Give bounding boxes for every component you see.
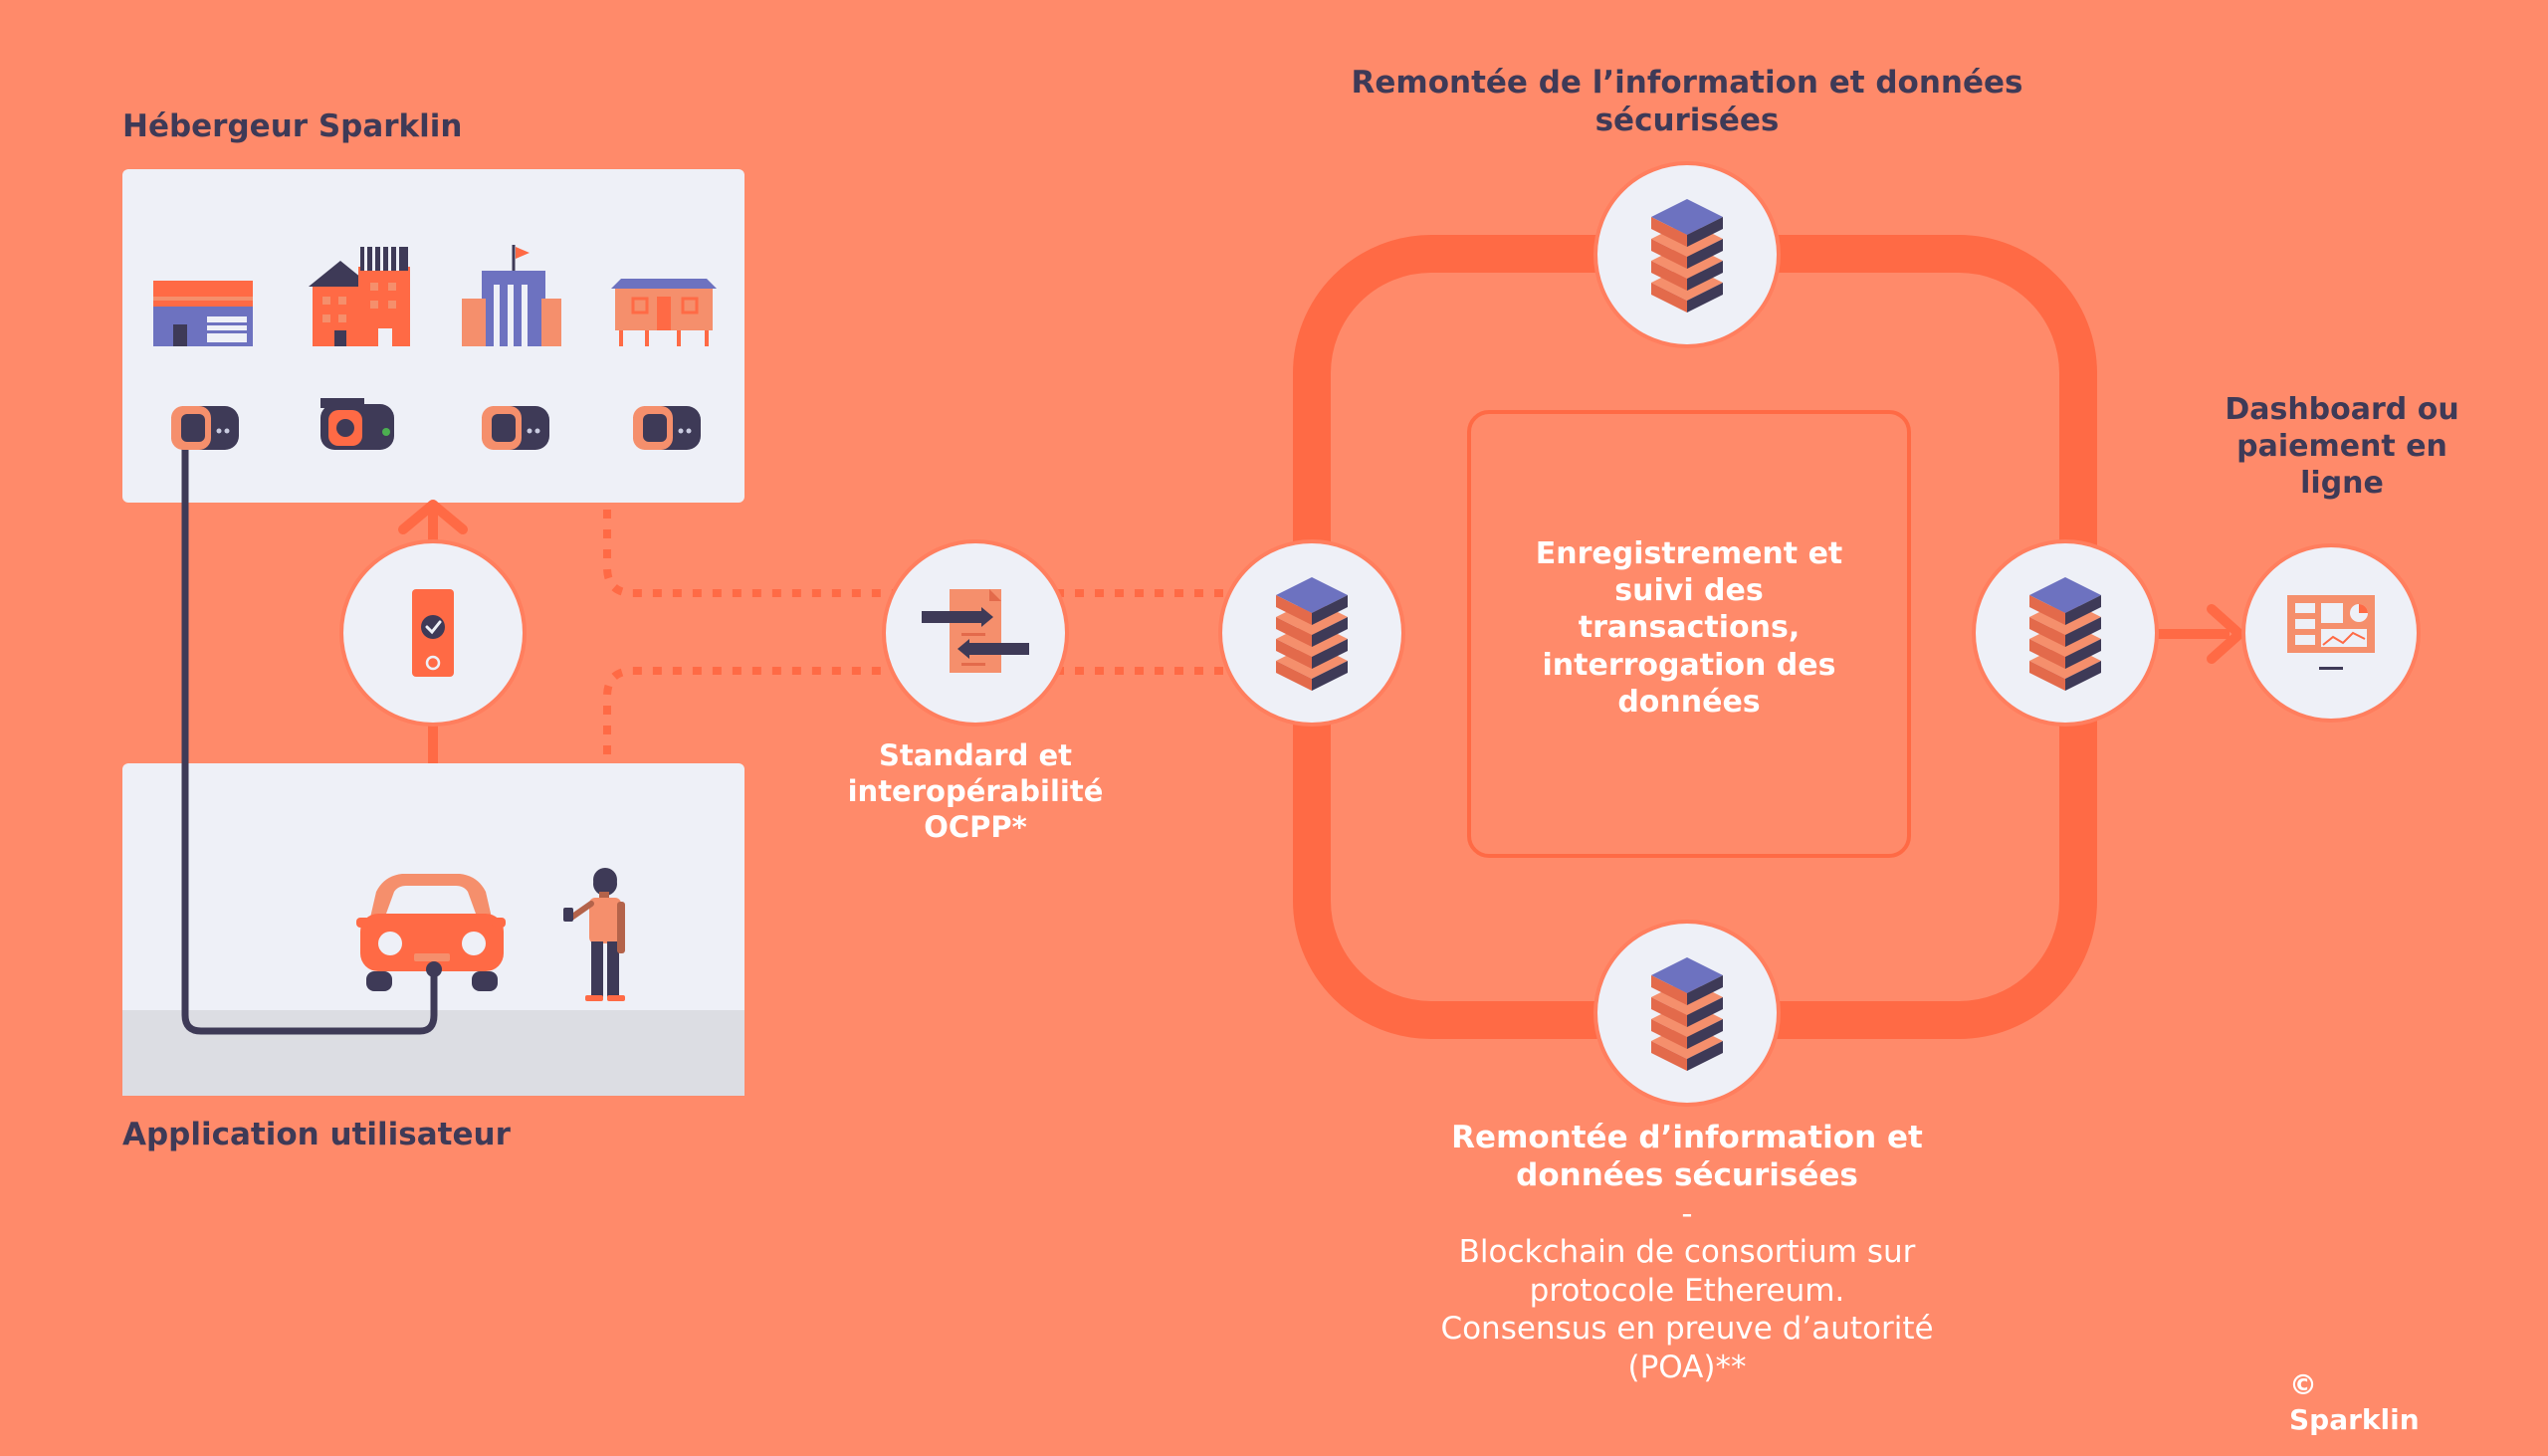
- copyright: © Sparklin: [2289, 1368, 2420, 1436]
- server-stack-icon: [2029, 577, 2101, 691]
- standard-label: Standard et interopérabilité OCPP*: [816, 738, 1135, 846]
- server-stack-icon: [1651, 957, 1723, 1071]
- center-line: interrogation des: [1542, 647, 1836, 683]
- dashboard-label: Dashboard ou paiement en ligne: [2190, 391, 2494, 503]
- standard-line: Standard et: [879, 738, 1072, 772]
- center-label: Enregistrement et suivi des transactions…: [1479, 535, 1899, 721]
- server-stack-icon: [1651, 199, 1723, 312]
- charger-icon: [633, 406, 701, 450]
- bottom-dash: -: [1681, 1195, 1693, 1232]
- charger-icon: [320, 398, 394, 450]
- center-line: Enregistrement et: [1535, 536, 1843, 571]
- bottom-note: Consensus en preuve d’autorité: [1440, 1311, 1934, 1348]
- house-icon: [611, 279, 717, 346]
- top-line: sécurisées: [1594, 103, 1780, 139]
- charger-icon: [482, 406, 549, 450]
- user-app-label: Application utilisateur: [122, 1117, 511, 1152]
- host-label: Hébergeur Sparklin: [122, 108, 463, 144]
- dashboard-icon: [2287, 595, 2375, 670]
- office-building-icon: [462, 245, 561, 346]
- phone-check-icon: [412, 589, 454, 677]
- bottom-line: Remontée d’information et: [1451, 1120, 1923, 1155]
- apartment-icon: [309, 247, 410, 346]
- center-box: [1467, 410, 1911, 858]
- dash-line: Dashboard ou: [2225, 392, 2459, 427]
- center-line: transactions,: [1578, 610, 1801, 646]
- standard-line: interopérabilité: [847, 773, 1104, 808]
- dash-line: ligne: [2300, 466, 2384, 502]
- standard-line: OCPP*: [924, 809, 1027, 844]
- person-icon: [563, 868, 625, 1001]
- bottom-note: protocole Ethereum.: [1529, 1272, 1845, 1309]
- host-panel: [122, 169, 744, 503]
- top-line: Remontée de l’information et données: [1351, 65, 2023, 101]
- document-exchange-icon: [922, 589, 1029, 673]
- car-icon: [356, 874, 506, 991]
- bottom-note: (POA)**: [1627, 1349, 1747, 1385]
- bottom-node-label: Remontée d’information et données sécuri…: [1374, 1119, 2001, 1386]
- center-line: suivi des: [1614, 573, 1764, 609]
- top-node-label: Remontée de l’information et données séc…: [1324, 64, 2050, 140]
- charger-icon: [171, 406, 239, 450]
- warehouse-icon: [153, 281, 253, 346]
- server-stack-icon: [1276, 577, 1348, 691]
- dash-line: paiement en: [2236, 429, 2447, 465]
- bottom-line: données sécurisées: [1516, 1157, 1858, 1194]
- center-line: données: [1617, 684, 1761, 720]
- bottom-note: Blockchain de consortium sur: [1458, 1234, 1916, 1271]
